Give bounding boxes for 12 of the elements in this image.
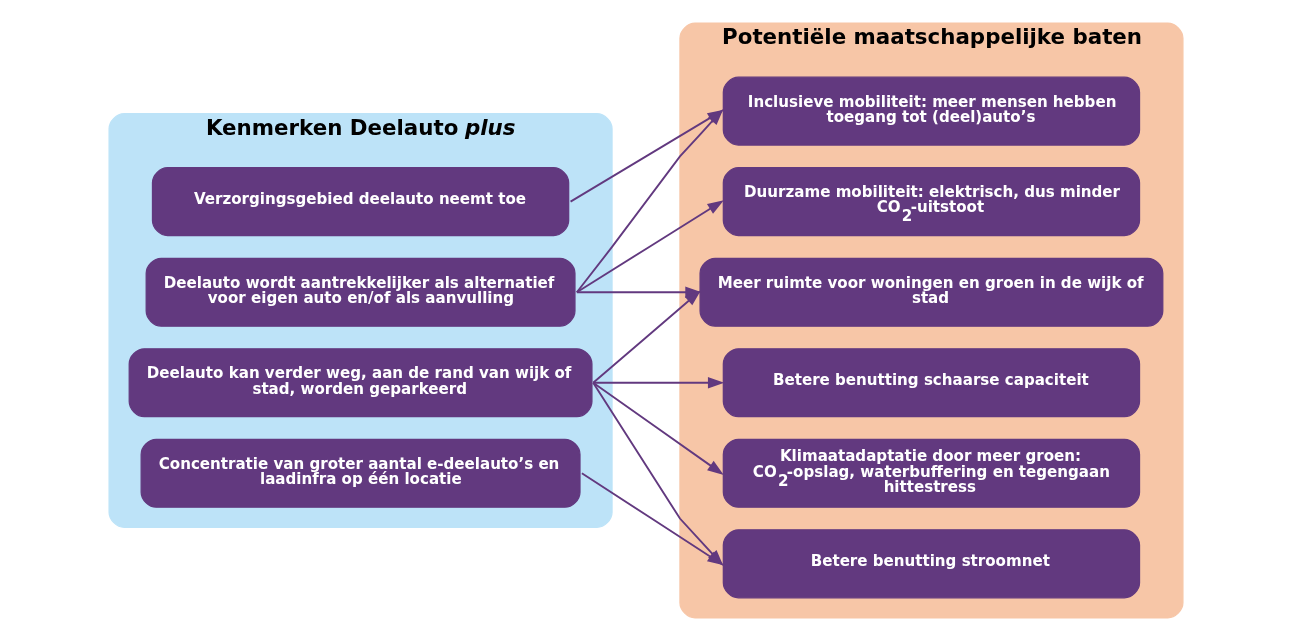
node-box: Meer ruimte voor woningen en groen in de wijk of stad <box>698 257 1163 327</box>
node-box: Concentratie van groter aantal e-deelauto’s en laadinfra op één locatie <box>140 438 581 508</box>
arrow <box>575 200 724 294</box>
node-box: Betere benutting schaarse capaciteit <box>722 348 1140 418</box>
arrow <box>591 290 701 384</box>
node-box: Verzorgingsgebied deelauto neemt toe <box>151 167 569 237</box>
node-box: Betere benutting stroomnet <box>722 529 1140 599</box>
node-box: Deelauto kan verder weg, aan de rand van wijk of stad, worden geparkeerd <box>128 348 593 418</box>
node-box: Inclusieve mobiliteit: meer mensen hebben toegang tot (deel)auto’s <box>722 76 1140 146</box>
node-box: Deelauto wordt aantrekkelijker als alternatief voor eigen auto en/of als aanvulling <box>145 257 576 327</box>
arrow <box>591 377 724 389</box>
arrow <box>591 381 724 475</box>
